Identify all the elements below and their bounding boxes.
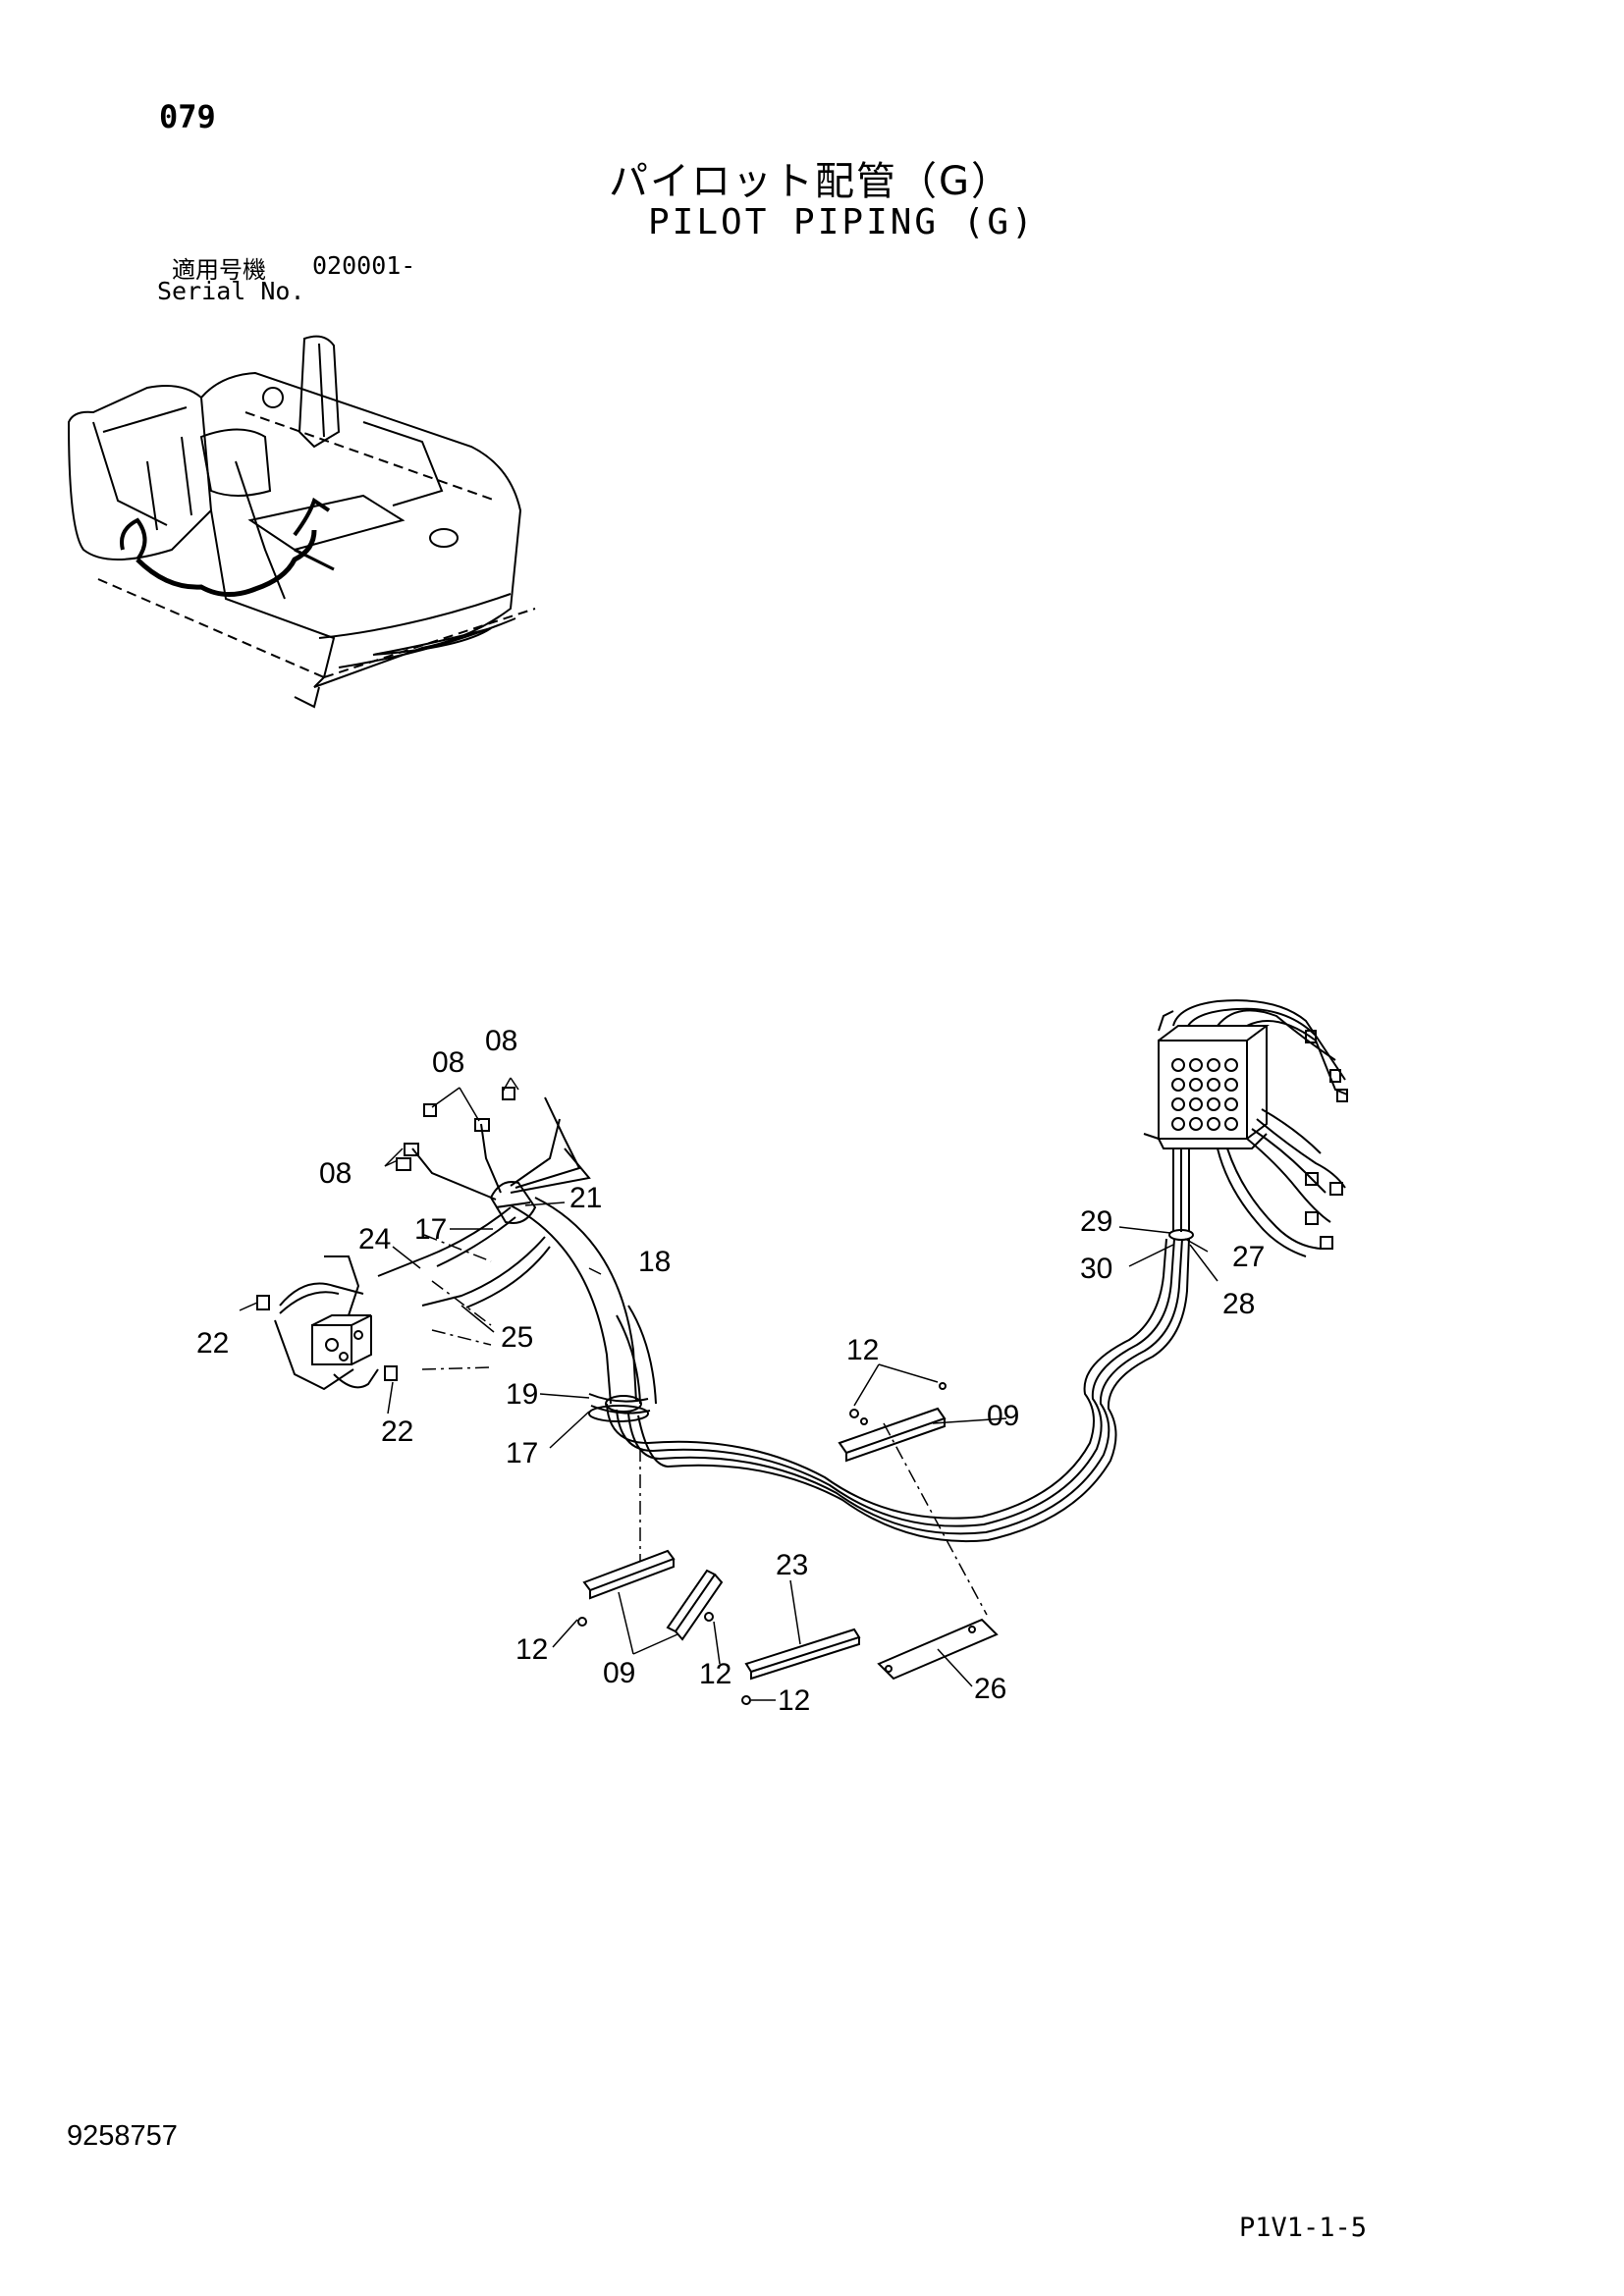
callout-26: 26 bbox=[974, 1673, 1006, 1705]
serial-range: 020001- bbox=[312, 251, 416, 280]
callout-29: 29 bbox=[1080, 1205, 1112, 1238]
assembly-guide-lines bbox=[421, 1234, 988, 1616]
machine-overview-illustration bbox=[67, 335, 536, 709]
callout-09: 09 bbox=[987, 1400, 1019, 1432]
page-title-english: PILOT PIPING (G) bbox=[648, 202, 1036, 242]
callout-08: 08 bbox=[432, 1046, 464, 1079]
page-title-japanese: パイロット配管（G） bbox=[609, 159, 1012, 204]
callout-09: 09 bbox=[603, 1657, 635, 1689]
callout-22: 22 bbox=[381, 1415, 413, 1448]
document-number: 9258757 bbox=[67, 2120, 178, 2152]
callout-22: 22 bbox=[196, 1327, 229, 1360]
callout-12: 12 bbox=[699, 1658, 731, 1690]
callout-24: 24 bbox=[358, 1223, 391, 1255]
right-control-valve-block bbox=[1143, 999, 1348, 1257]
callout-25: 25 bbox=[501, 1321, 533, 1354]
callout-12: 12 bbox=[778, 1684, 810, 1717]
callout-labels: 08 08 08 21 17 24 18 22 25 19 22 17 12 0… bbox=[196, 1025, 1265, 1717]
serial-label-english: Serial No. bbox=[157, 277, 305, 305]
callout-28: 28 bbox=[1222, 1288, 1255, 1320]
callout-27: 27 bbox=[1232, 1241, 1265, 1273]
callout-08: 08 bbox=[319, 1157, 352, 1190]
serial-label-japanese: 適用号機 bbox=[172, 256, 266, 284]
page-number: 079 bbox=[159, 98, 216, 135]
callout-17: 17 bbox=[414, 1213, 447, 1246]
callout-18: 18 bbox=[638, 1246, 671, 1278]
left-valve-assembly bbox=[256, 1255, 398, 1391]
callout-30: 30 bbox=[1080, 1253, 1112, 1285]
sheet-code: P1V1-1-5 bbox=[1239, 2213, 1368, 2243]
callout-23: 23 bbox=[776, 1549, 808, 1581]
callout-12: 12 bbox=[846, 1334, 879, 1366]
callout-08: 08 bbox=[485, 1025, 517, 1057]
callout-19: 19 bbox=[506, 1378, 538, 1411]
callout-12: 12 bbox=[515, 1633, 548, 1666]
callout-leader-lines bbox=[239, 1077, 1218, 1701]
callout-17: 17 bbox=[506, 1437, 538, 1469]
callout-21: 21 bbox=[569, 1182, 602, 1214]
clamp-brackets bbox=[577, 1382, 999, 1705]
pilot-hose-bundle bbox=[377, 1087, 1190, 1543]
